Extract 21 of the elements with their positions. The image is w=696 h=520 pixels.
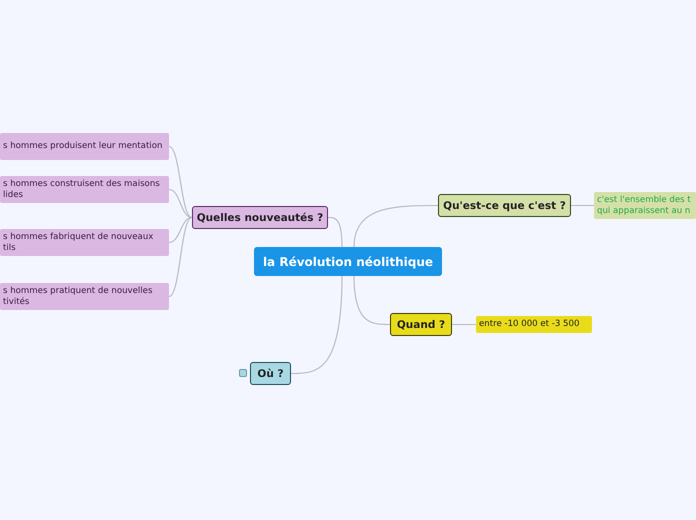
connector-line: [168, 216, 192, 244]
subtopic-box: s hommes pratiquent de nouvelles tivités: [0, 283, 169, 310]
connector-line: [353, 276, 390, 326]
connector-line: [353, 204, 438, 248]
connector-line: [168, 217, 192, 297]
topic-box: Qu'est-ce que c'est ?: [438, 194, 571, 217]
connector-line: [168, 188, 192, 218]
connector-line: [452, 324, 476, 326]
connector-line: [571, 204, 594, 206]
subtopic-box: s hommes fabriquent de nouveaux tils: [0, 229, 169, 256]
subtopic-box: c'est l'ensemble des t qui apparaissent au n: [594, 192, 696, 219]
topic-box: Quand ?: [390, 313, 452, 336]
subtopic-box: s hommes produisent leur mentation: [0, 133, 169, 160]
topic-box: Où ?: [250, 362, 291, 385]
subtopic-box: s hommes construisent des maisons lides: [0, 176, 169, 203]
connector-line: [291, 276, 343, 374]
connector-line: [328, 216, 343, 248]
subtopic-box: entre -10 000 et -3 500: [476, 316, 592, 333]
topic-box: Quelles nouveautés ?: [192, 206, 328, 229]
connector-line: [168, 146, 192, 218]
central-topic-box: la Révolution néolithique: [254, 247, 442, 276]
